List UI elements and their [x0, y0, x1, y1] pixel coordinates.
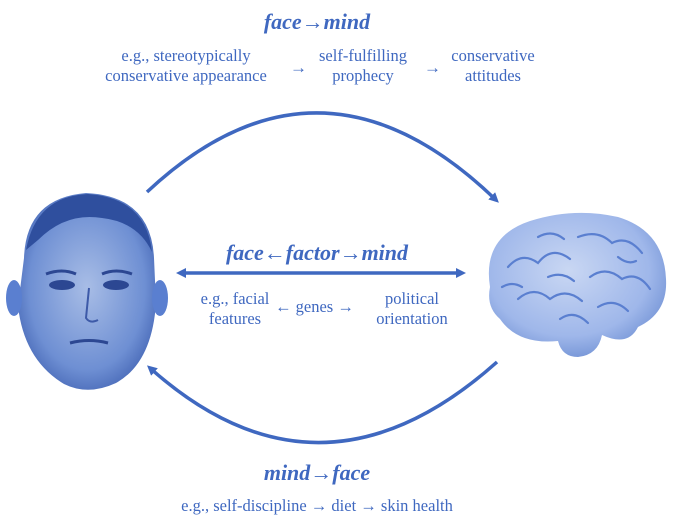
middle-example-genes: ← genes →	[275, 297, 354, 316]
top-arrow-1: →	[290, 58, 307, 77]
top-example-attitudes: conservative attitudes	[451, 46, 535, 85]
bottom-example-skin: e.g., self-discipline → diet → skin heal…	[181, 496, 453, 515]
brain-illustration-icon	[488, 212, 667, 357]
top-example-appearance: e.g., stereotypically conservative appea…	[105, 46, 267, 85]
top-arrow-2: →	[424, 58, 441, 77]
face-factor-mind-heading: face←factor→mind	[225, 240, 409, 265]
middle-example-features: e.g., facial features	[200, 289, 270, 328]
middle-example-orientation: political orientation	[376, 289, 448, 328]
mind-to-face-heading: mind→face	[263, 460, 371, 485]
mind-to-face-arrow	[147, 360, 499, 445]
face-to-mind-heading: face→mind	[263, 9, 371, 34]
face-to-mind-arrow	[145, 111, 499, 203]
top-example-prophecy: self-fulfilling prophecy	[319, 46, 407, 85]
face-photo-icon	[6, 193, 168, 390]
